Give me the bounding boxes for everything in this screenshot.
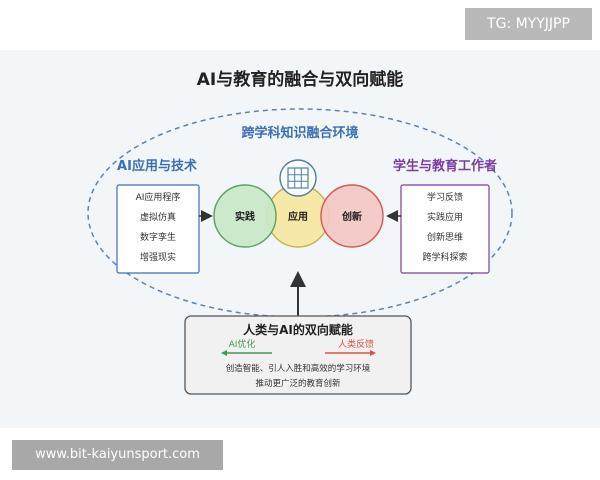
bottom-box-line2: 推动更广泛的教育创新	[255, 378, 341, 389]
right-panel-box	[400, 184, 490, 274]
left-panel-box	[116, 184, 200, 274]
right-item: 实践应用	[427, 211, 463, 223]
ai-optimization-arrowhead	[221, 350, 227, 356]
ai-optimization-label: AI优化	[229, 338, 256, 350]
right-item: 跨学科探索	[422, 251, 467, 263]
innovation-label: 创新	[341, 210, 362, 223]
human-feedback-arrowhead	[370, 350, 376, 356]
tg-watermark: TG: MYYJJPP	[465, 8, 592, 40]
practice-label: 实践	[235, 210, 255, 223]
left-item: 虚拟仿真	[140, 211, 176, 223]
left-panel-heading: AI应用与技术	[117, 158, 197, 174]
bottom-box	[184, 315, 412, 395]
bottom-box-title: 人类与AI的双向赋能	[243, 322, 353, 337]
practice-circle	[213, 184, 277, 248]
right-panel-heading: 学生与教育工作者	[393, 158, 497, 174]
right-item: 创新思维	[427, 231, 463, 243]
diagram-title: AI与教育的融合与双向赋能	[197, 69, 403, 90]
environment-label: 跨学科知识融合环境	[241, 125, 358, 141]
bottom-box-line1: 创造智能、引人入胜和高效的学习环境	[226, 363, 371, 374]
url-watermark: www.bit-kaiyunsport.com	[12, 440, 223, 470]
left-item: 数字孪生	[140, 231, 176, 243]
innovation-circle	[320, 184, 384, 248]
left-item: AI应用程序	[136, 191, 181, 203]
grid-icon	[279, 159, 317, 197]
application-label: 应用	[288, 210, 308, 223]
human-feedback-label: 人类反馈	[338, 338, 374, 350]
right-item: 学习反馈	[427, 191, 463, 203]
left-item: 增强现实	[140, 251, 176, 263]
